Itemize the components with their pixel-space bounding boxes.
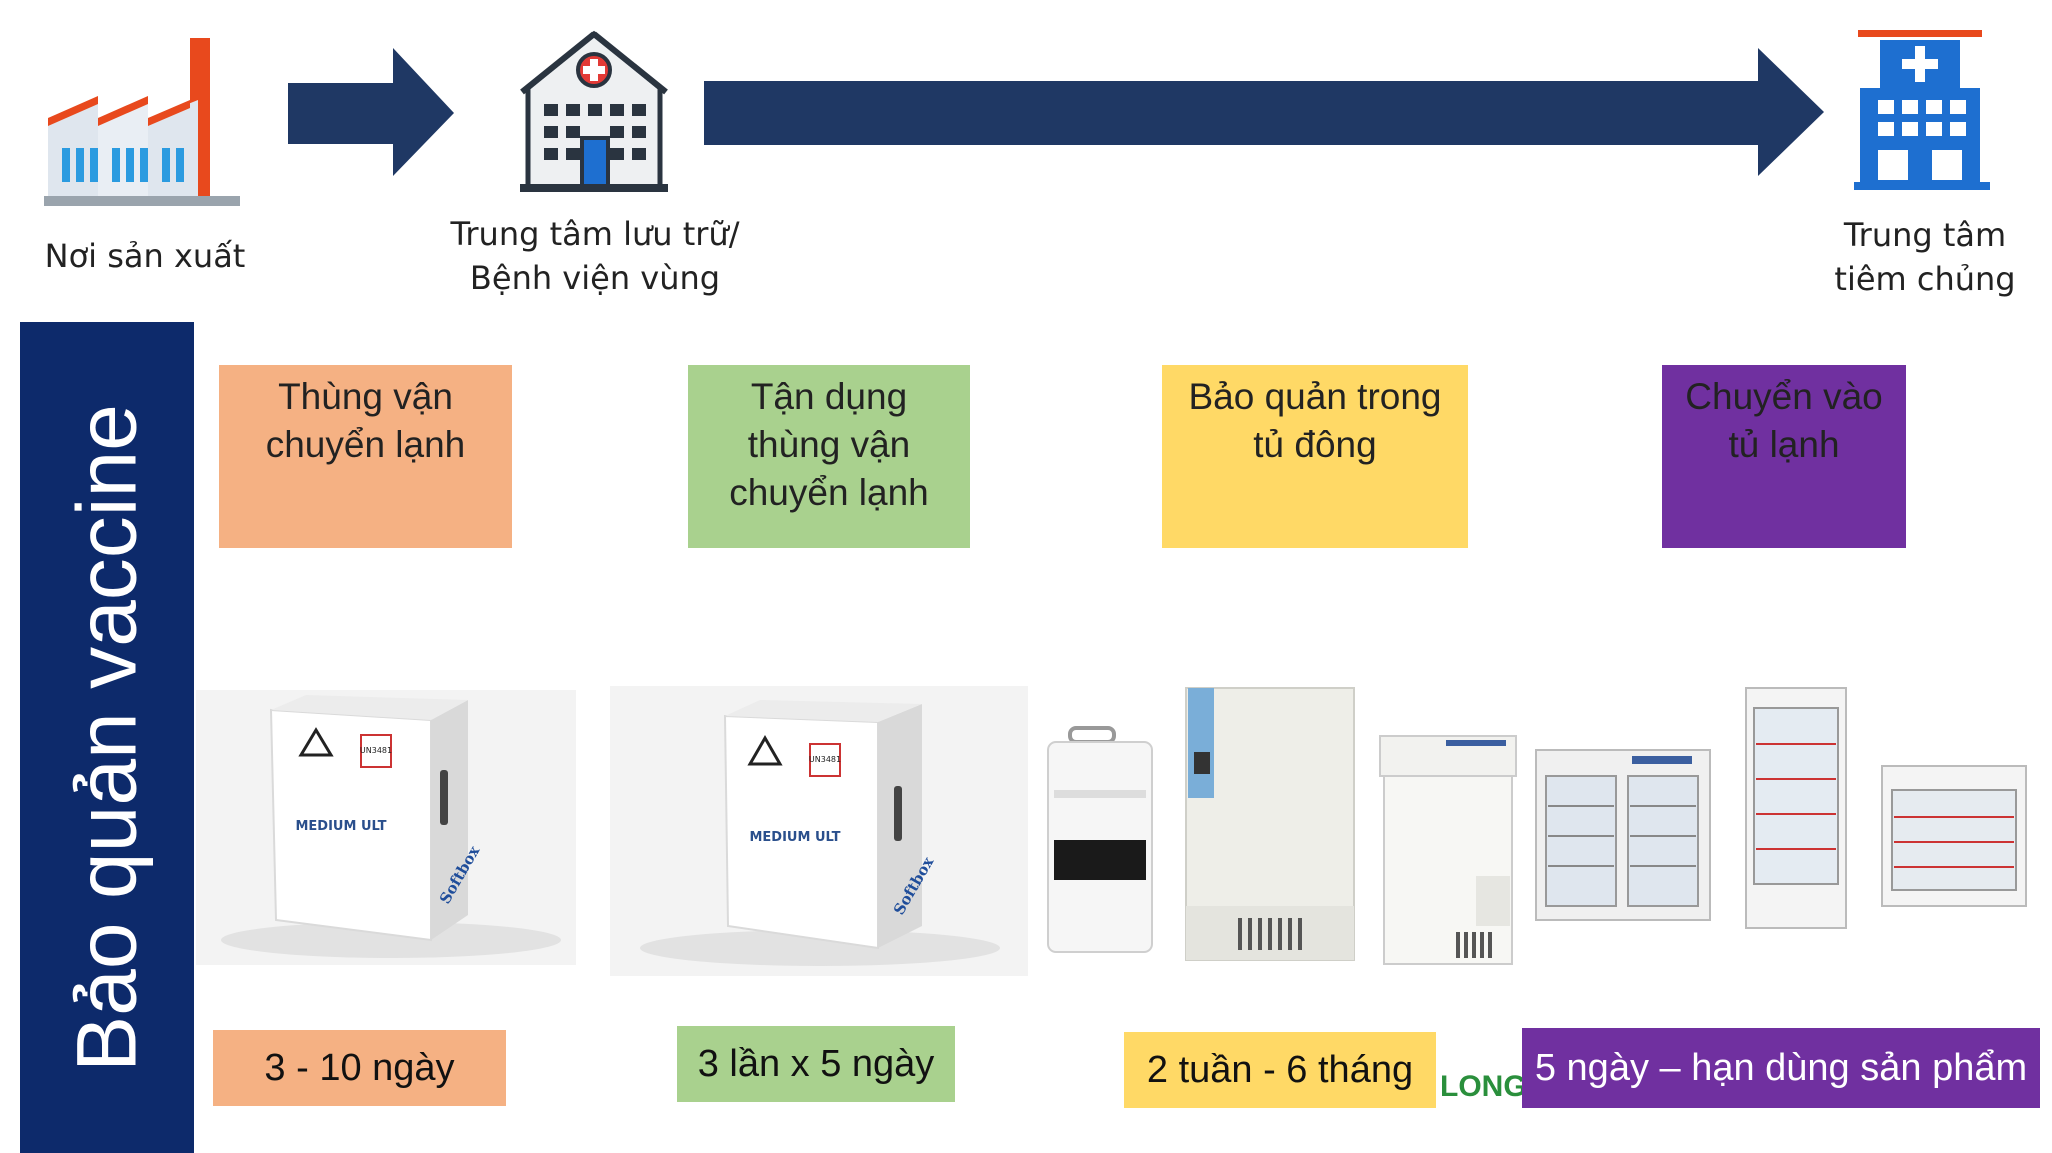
step-label-line: Thùng vận	[278, 376, 453, 417]
vaccination-center-icon	[1854, 30, 1990, 190]
duration-box: 5 ngày – hạn dùng sản phẩm	[1522, 1028, 2040, 1108]
double-door-fridge-image	[1535, 749, 1711, 921]
step-label-line: Chuyển vào	[1685, 376, 1883, 417]
stage-storage-label-line2: Bệnh viện vùng	[469, 259, 721, 297]
step-label-line: Bảo quản trong	[1188, 376, 1442, 417]
duration-box: 2 tuần - 6 tháng	[1124, 1032, 1436, 1108]
chest-freezer-image	[1379, 735, 1517, 965]
stage-factory-label: Nơi sản xuất	[44, 237, 246, 275]
benchtop-fridge-image	[1881, 765, 2027, 907]
stage-storage-label-line1: Trung tâm lưu trữ/	[450, 215, 740, 253]
step-label-line: tủ lạnh	[1728, 424, 1840, 465]
box-model-text: MEDIUM ULT	[295, 819, 386, 834]
stage-vaccination-label-line2: tiêm chủng	[1834, 260, 2016, 298]
step-box-cold-shipper: Thùng vận chuyển lạnh	[219, 365, 512, 548]
duration-box: 3 lần x 5 ngày	[677, 1026, 955, 1102]
box-un-text: UN3481	[360, 746, 392, 755]
hospital-icon	[520, 30, 668, 192]
step-label-line: tủ đông	[1253, 424, 1377, 465]
step-box-freezer: Bảo quản trong tủ đông	[1162, 365, 1468, 548]
box-un-text: UN3481	[809, 755, 841, 764]
step-label-line: Tận dụng	[750, 376, 908, 417]
portable-freezer-image	[1047, 726, 1153, 953]
upright-fridge-image	[1745, 687, 1847, 929]
step-box-refrigerator: Chuyển vào tủ lạnh	[1662, 365, 1906, 548]
shipping-box-image: UN3481 MEDIUM ULT Softbox	[610, 686, 1028, 976]
step-label-line: chuyển lạnh	[265, 424, 466, 465]
stage-vaccination-label-line1: Trung tâm	[1843, 216, 2007, 254]
step-box-reuse-shipper: Tận dụng thùng vận chuyển lạnh	[688, 365, 970, 548]
step-label-line: thùng vận	[747, 424, 911, 465]
sidebar-panel: Bảo quản vaccine	[20, 322, 194, 1153]
factory-icon	[44, 38, 240, 206]
step-label-line: chuyển lạnh	[729, 472, 929, 513]
box-model-text: MEDIUM ULT	[749, 830, 840, 845]
upright-freezer-image	[1185, 687, 1355, 961]
arrow-right-icon	[288, 48, 454, 176]
sidebar-title: Bảo quản vaccine	[59, 403, 154, 1072]
long-arrow-right-icon	[704, 48, 1824, 176]
duration-box: 3 - 10 ngày	[213, 1030, 506, 1106]
shipping-box-image: UN3481 MEDIUM ULT Softbox	[196, 690, 576, 965]
